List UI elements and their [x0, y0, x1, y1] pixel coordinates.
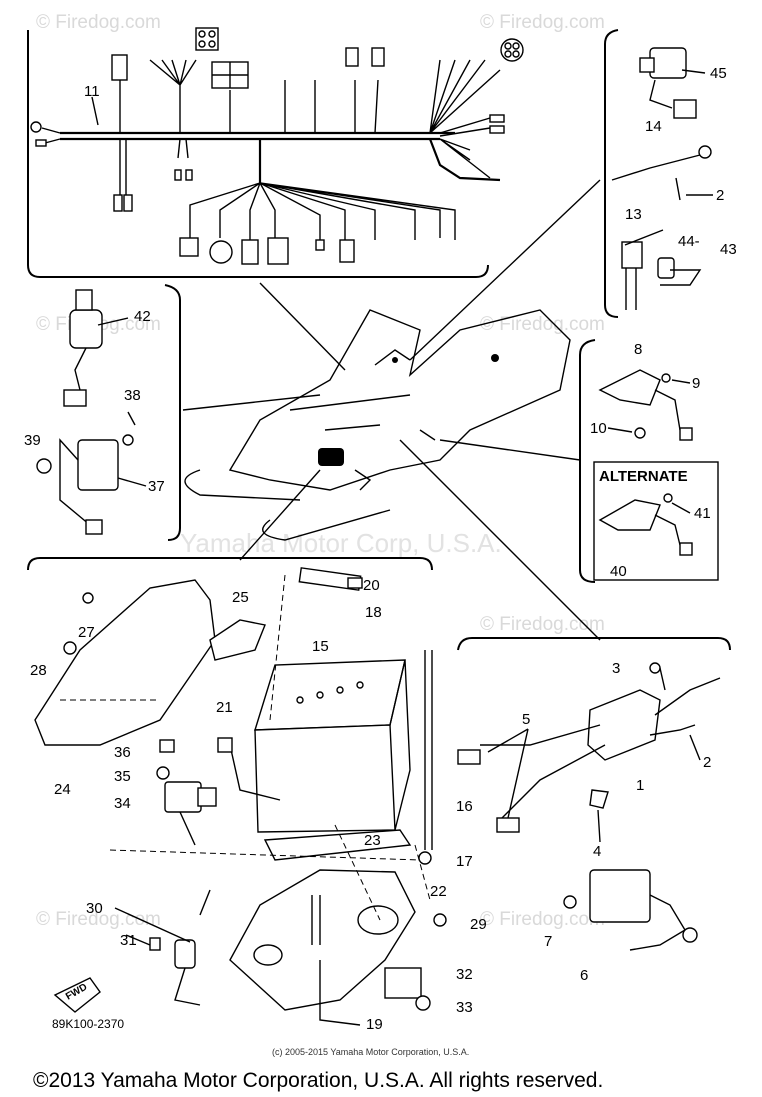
- part-number-24: 24: [54, 781, 71, 798]
- part-number-6: 6: [580, 967, 588, 984]
- watermark-text: © Firedog.com: [480, 314, 605, 335]
- part-number-41: 41: [694, 505, 711, 522]
- part-number-1: 1: [636, 777, 644, 794]
- forward-arrow: FWD: [53, 977, 101, 1013]
- bottom-left-panel: [27, 557, 447, 1026]
- part-number-17: 17: [456, 853, 473, 870]
- part-number-5: 5: [522, 711, 530, 728]
- part-number-42: 42: [134, 308, 151, 325]
- part-number-23: 23: [364, 832, 381, 849]
- part-number-29: 29: [470, 916, 487, 933]
- watermark-text: © Firedog.com: [480, 909, 605, 930]
- part-number-35: 35: [114, 768, 131, 785]
- part-number-9: 9: [692, 375, 700, 392]
- diagram-code: 89K100-2370: [52, 1017, 124, 1031]
- alternate-label: ALTERNATE: [599, 468, 688, 485]
- watermark-group: © Firedog.com © Firedog.com © Firedog.co…: [36, 12, 605, 930]
- part-number-45: 45: [710, 65, 727, 82]
- part-number-10: 10: [590, 420, 607, 437]
- part-number-39: 39: [24, 432, 41, 449]
- panel-border: [604, 29, 619, 318]
- watermark-text: © Firedog.com: [36, 12, 161, 33]
- panel-border: [27, 557, 433, 571]
- part-number-44: 44-: [678, 233, 700, 250]
- part-number-37: 37: [148, 478, 165, 495]
- panel-border: [579, 339, 596, 583]
- part-number-11: 11: [84, 83, 100, 100]
- part-number-3: 3: [612, 660, 620, 677]
- part-number-27: 27: [78, 624, 95, 641]
- upper-right-panel: [604, 29, 712, 318]
- part-number-40: 40: [610, 563, 627, 580]
- part-labels: 11 45 14 2 13 44- 43 42 38 39 37 8 9 10 …: [24, 65, 737, 1033]
- watermark-text: © Firedog.com: [480, 12, 605, 33]
- snowmobile-chassis: [182, 179, 601, 641]
- wire-harness-group: [27, 27, 524, 278]
- part-number-28: 28: [30, 662, 47, 679]
- part-number-30: 30: [86, 900, 103, 917]
- label-leaders: [91, 69, 713, 946]
- part-number-43: 43: [720, 241, 737, 258]
- footer-copyright: ©2013 Yamaha Motor Corporation, U.S.A. A…: [33, 1069, 603, 1092]
- part-number-14: 14: [645, 118, 662, 135]
- small-copyright: (c) 2005-2015 Yamaha Motor Corporation, …: [272, 1047, 469, 1057]
- part-number-8: 8: [634, 341, 642, 358]
- part-number-25: 25: [232, 589, 249, 606]
- part-number-13: 13: [625, 206, 642, 223]
- part-number-21: 21: [216, 699, 233, 716]
- part-number-32: 32: [456, 966, 473, 983]
- watermark-text: © Firedog.com: [480, 614, 605, 635]
- watermark-center-text: Yamaha Motor Corp, U.S.A.: [180, 528, 502, 558]
- alternate-box: [593, 461, 719, 581]
- part-number-38: 38: [124, 387, 141, 404]
- part-number-36: 36: [114, 744, 131, 761]
- panel-border: [457, 637, 731, 651]
- part-number-16: 16: [456, 798, 473, 815]
- part-number-15: 15: [312, 638, 329, 655]
- part-number-34: 34: [114, 795, 131, 812]
- panel-border: [27, 30, 489, 278]
- part-number-2-top: 2: [716, 187, 724, 204]
- bottom-right-panel: [457, 637, 731, 951]
- part-number-33: 33: [456, 999, 473, 1016]
- part-number-2-bottom: 2: [703, 754, 711, 771]
- part-number-20: 20: [363, 577, 380, 594]
- part-number-19: 19: [366, 1016, 383, 1033]
- part-number-18: 18: [365, 604, 382, 621]
- part-number-22: 22: [430, 883, 447, 900]
- part-number-31: 31: [120, 932, 137, 949]
- middle-left-panel: [36, 284, 181, 541]
- panel-border: [164, 284, 181, 541]
- right-middle-panel: [579, 339, 719, 583]
- part-number-4: 4: [593, 843, 601, 860]
- part-number-7: 7: [544, 933, 552, 950]
